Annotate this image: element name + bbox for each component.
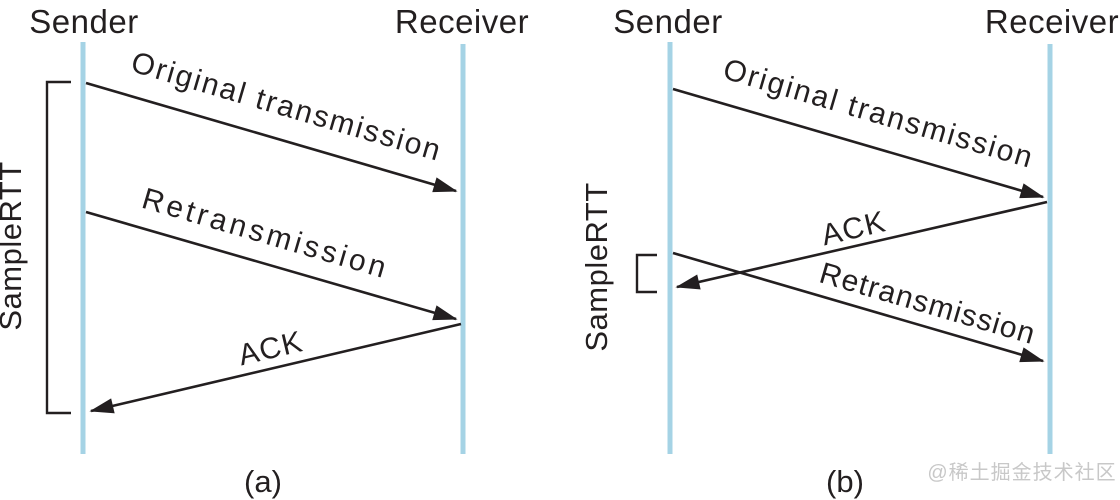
samplertt-bracket-a xyxy=(45,80,71,415)
message-label-retransmission-a: Retransmission xyxy=(138,182,393,285)
panel-b: Sender Receiver SampleRTT Original trans… xyxy=(579,3,1119,499)
receiver-label-a: Receiver xyxy=(395,3,529,40)
samplertt-label-b: SampleRTT xyxy=(579,182,614,351)
panel-caption-a: (a) xyxy=(244,464,282,499)
receiver-label-b: Receiver xyxy=(985,3,1119,40)
message-label-ack-b: ACK xyxy=(818,205,889,252)
panel-a: Sender Receiver SampleRTT Original trans… xyxy=(0,3,529,499)
message-label-ack-a: ACK xyxy=(235,325,306,372)
message-arrow-ack-a xyxy=(89,322,462,414)
message-arrow-retransmission-a xyxy=(85,210,458,321)
sender-label-b: Sender xyxy=(613,3,722,40)
sender-label-a: Sender xyxy=(29,3,138,40)
message-label-original-transmission-a: Original transmission xyxy=(127,46,445,168)
samplertt-label-a: SampleRTT xyxy=(0,161,28,330)
message-arrow-retransmission-b xyxy=(672,251,1045,363)
samplertt-bracket-b xyxy=(635,253,657,294)
panel-caption-b: (b) xyxy=(826,464,864,499)
message-label-original-transmission-b: Original transmission xyxy=(719,53,1037,175)
message-arrow-original-transmission-a xyxy=(85,81,458,193)
message-arrow-original-transmission-b xyxy=(672,87,1045,199)
watermark-text: @稀土掘金技术社区 xyxy=(927,461,1116,484)
